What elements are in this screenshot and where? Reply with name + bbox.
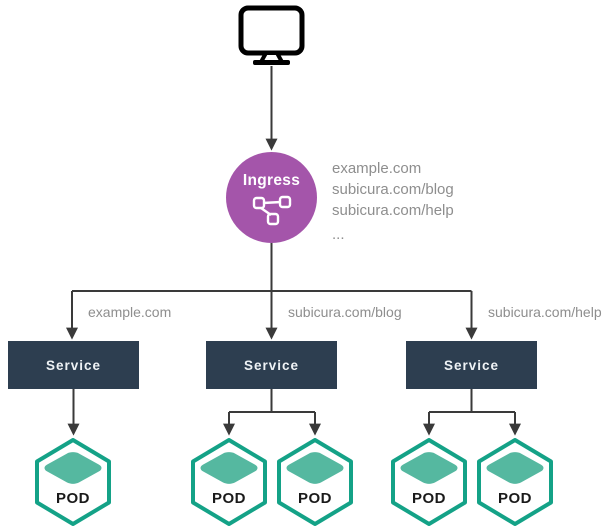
service-label: Service	[45, 357, 102, 373]
pod-hexagon-icon	[35, 438, 111, 526]
pod-hexagon-icon	[391, 438, 467, 526]
pod-hexagon-icon	[191, 438, 267, 526]
branch-label-example: example.com	[88, 304, 172, 320]
route-item-ellipsis: ...	[332, 226, 345, 243]
service-node-3: Service	[406, 341, 537, 389]
branch-label-help: subicura.com/help	[488, 304, 602, 320]
route-item: subicura.com/blog	[332, 181, 454, 198]
ingress-node: Ingress	[226, 152, 317, 243]
route-item: example.com	[332, 160, 422, 177]
service-label: Service	[443, 357, 500, 373]
service-label: Service	[243, 357, 300, 373]
pod-node-5: POD	[476, 438, 554, 526]
pod-label: POD	[497, 490, 532, 507]
pod-label: POD	[211, 490, 246, 507]
pod-label: POD	[55, 490, 90, 507]
pod-label: POD	[411, 490, 446, 507]
pod-node-4: POD	[390, 438, 468, 526]
ingress-route-list: example.com subicura.com/blog subicura.c…	[332, 158, 454, 245]
client-monitor-icon	[238, 5, 305, 65]
ingress-routing-icon	[252, 195, 291, 225]
pod-node-3: POD	[276, 438, 354, 526]
pod-node-2: POD	[190, 438, 268, 526]
branch-label-blog: subicura.com/blog	[288, 304, 402, 320]
pod-node-1: POD	[34, 438, 112, 526]
service-node-1: Service	[8, 341, 139, 389]
pod-hexagon-icon	[477, 438, 553, 526]
service-node-2: Service	[206, 341, 337, 389]
pod-label: POD	[297, 490, 332, 507]
pod-hexagon-icon	[277, 438, 353, 526]
route-item: subicura.com/help	[332, 202, 454, 219]
ingress-label: Ingress	[242, 171, 301, 189]
